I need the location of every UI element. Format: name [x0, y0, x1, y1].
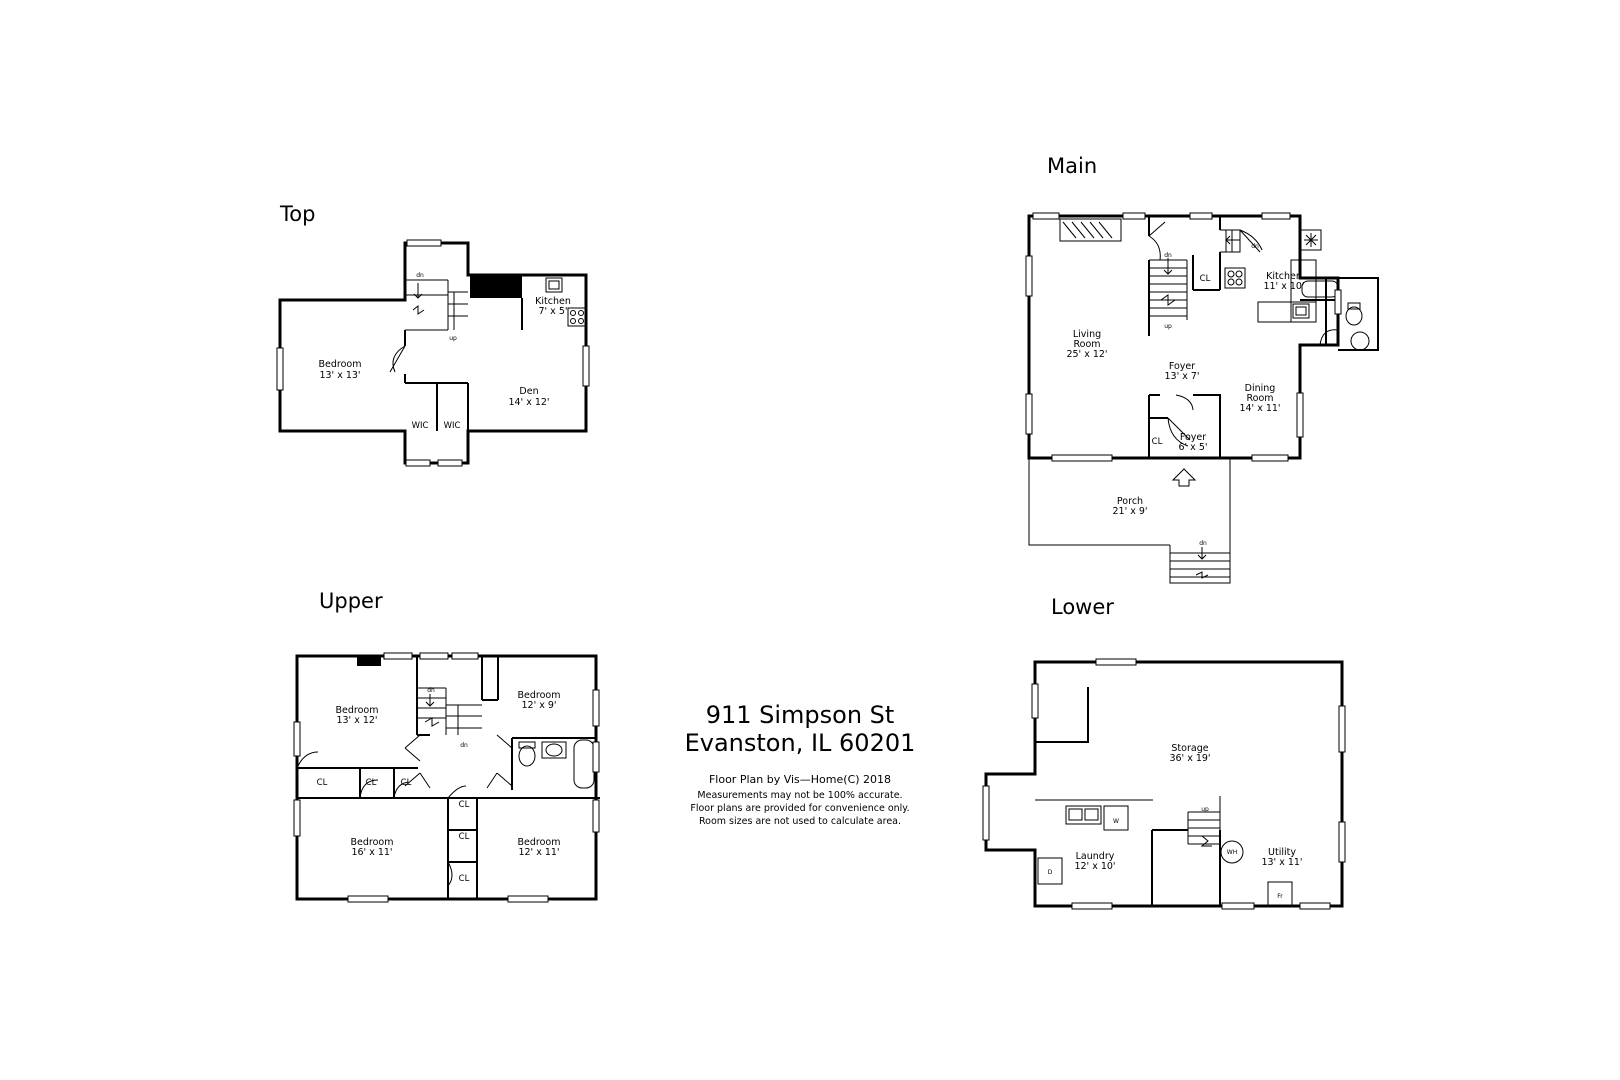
upper-closet-4: CL — [459, 800, 470, 810]
lower-washer: W — [1113, 818, 1119, 825]
address-line-1: 911 Simpson St — [706, 701, 895, 729]
address-block: 911 Simpson St Evanston, IL 60201 — [685, 701, 916, 757]
upper-stair-dn-1: dn — [427, 687, 435, 694]
upper-floor-plan: Upper dn dn Bedroom 13' x 12' — [293, 589, 600, 903]
main-foyer-size: 13' x 7' — [1164, 371, 1199, 382]
lower-utility-name: Utility — [1268, 847, 1296, 858]
lower-storage-size: 36' x 19' — [1169, 753, 1210, 764]
upper-closet-6: CL — [459, 874, 470, 884]
upper-bedroom4-name: Bedroom — [518, 837, 561, 848]
top-kitchen-name: Kitchen — [535, 296, 571, 307]
main-closet-kitchen: CL — [1200, 274, 1211, 284]
address-line-2: Evanston, IL 60201 — [685, 729, 916, 757]
top-stair-dn-label: dn — [416, 272, 424, 279]
main-foyer2-name: Foyer — [1180, 432, 1206, 443]
main-living-size: 25' x 12' — [1066, 349, 1107, 360]
main-living-name2: Room — [1073, 339, 1100, 350]
upper-bedroom4-size: 12' x 11' — [518, 847, 559, 858]
lower-floor-title: Lower — [1051, 595, 1114, 619]
upper-bedroom3-name: Bedroom — [351, 837, 394, 848]
lower-furnace: Fr — [1277, 893, 1283, 900]
upper-bedroom2-size: 12' x 9' — [521, 700, 556, 711]
top-floor-plan: Top dn up Bedroom 13' x 13' Kitchen 7' x… — [276, 202, 590, 467]
main-living-name: Living — [1073, 329, 1101, 340]
main-kitchen-name: Kitchen — [1266, 271, 1302, 282]
chimney — [470, 276, 522, 298]
lower-floor-plan: Lower up W D WH Fr Storage 36' x 19' L — [982, 595, 1346, 910]
upper-closet-3: CL — [401, 778, 412, 788]
disclaimer-line-1: Measurements may not be 100% accurate. — [697, 790, 902, 801]
main-dining-name: Dining — [1245, 383, 1276, 394]
upper-closet-1: CL — [317, 778, 328, 788]
disclaimer-title: Floor Plan by Vis—Home(C) 2018 — [709, 773, 891, 786]
upper-bedroom1-size: 13' x 12' — [336, 715, 377, 726]
main-floor-title: Main — [1047, 154, 1097, 178]
disclaimer-line-2: Floor plans are provided for convenience… — [690, 803, 909, 814]
main-closet-foyer: CL — [1152, 437, 1163, 447]
upper-closet-2: CL — [366, 778, 377, 788]
main-dining-name2: Room — [1246, 393, 1273, 404]
top-wic-left: WIC — [412, 421, 429, 431]
main-stair-up: up — [1164, 323, 1172, 330]
lower-laundry-size: 12' x 10' — [1074, 861, 1115, 872]
main-stair-dn-2: dn — [1251, 243, 1259, 250]
lower-laundry-name: Laundry — [1076, 851, 1115, 862]
upper-bedroom2-name: Bedroom — [518, 690, 561, 701]
main-kitchen-size: 11' x 10' — [1263, 281, 1304, 292]
main-porch-stair-dn: dn — [1199, 540, 1207, 547]
main-porch-size: 21' x 9' — [1112, 506, 1147, 517]
top-wic-right: WIC — [444, 421, 461, 431]
lower-storage-name: Storage — [1171, 743, 1208, 754]
top-stair-up-label: up — [449, 335, 457, 342]
main-stair-dn: dn — [1164, 252, 1172, 259]
top-floor-title: Top — [279, 202, 315, 226]
upper-chimney — [357, 656, 381, 666]
disclaimer-block: Floor Plan by Vis—Home(C) 2018 Measureme… — [690, 773, 909, 827]
main-dining-size: 14' x 11' — [1239, 403, 1280, 414]
lower-utility-size: 13' x 11' — [1261, 857, 1302, 868]
main-foyer-name: Foyer — [1169, 361, 1195, 372]
main-floor-plan: Main dn dn up dn — [1025, 154, 1379, 584]
upper-floor-title: Upper — [319, 589, 383, 613]
lower-dryer: D — [1048, 869, 1053, 876]
upper-bedroom1-name: Bedroom — [336, 705, 379, 716]
main-porch-name: Porch — [1117, 496, 1143, 507]
top-bedroom-name: Bedroom — [319, 359, 362, 370]
top-den-name: Den — [519, 386, 538, 397]
top-bedroom-size: 13' x 13' — [319, 370, 360, 381]
upper-bedroom3-size: 16' x 11' — [351, 847, 392, 858]
upper-stair-dn-2: dn — [460, 742, 468, 749]
top-den-size: 14' x 12' — [508, 397, 549, 408]
upper-closet-5: CL — [459, 832, 470, 842]
lower-stair-up: up — [1201, 806, 1209, 813]
main-foyer2-size: 6' x 5' — [1179, 442, 1208, 453]
top-kitchen-size: 7' x 5' — [539, 306, 568, 317]
disclaimer-line-3: Room sizes are not used to calculate are… — [699, 816, 901, 827]
lower-water-heater: WH — [1227, 849, 1237, 856]
